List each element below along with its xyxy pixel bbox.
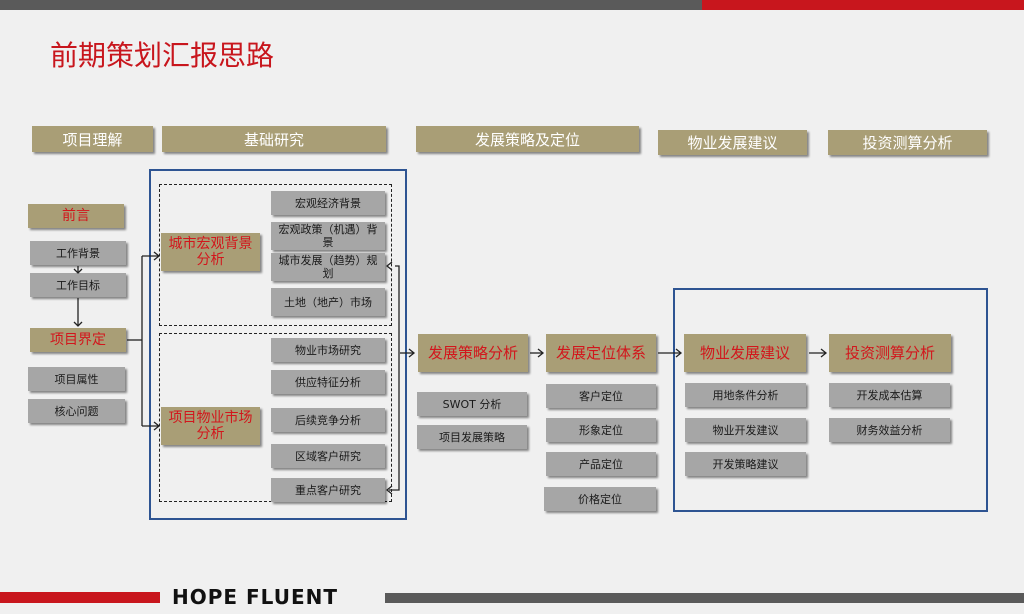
- category-property-development: 物业发展建议: [658, 130, 807, 155]
- arrow-head: [537, 348, 545, 358]
- macro-item: 城市发展（趋势）规划: [271, 253, 385, 281]
- work-background-box: 工作背景: [30, 241, 126, 265]
- macro-group: [159, 184, 392, 326]
- arrow-head: [153, 421, 161, 431]
- macro-analysis-box: 城市宏观背景分析: [161, 233, 260, 271]
- category-strategy-positioning: 发展策略及定位: [416, 126, 639, 152]
- positioning-item: 产品定位: [546, 452, 656, 476]
- positioning-item: 形象定位: [546, 418, 656, 442]
- arrow-head: [73, 321, 83, 327]
- arrow-head: [408, 348, 416, 358]
- property-item: 用地条件分析: [685, 383, 806, 407]
- arrow-head: [385, 261, 393, 271]
- strategy-item: 项目发展策略: [417, 425, 527, 449]
- category-basic-research: 基础研究: [162, 126, 386, 152]
- property-item: 物业开发建议: [685, 418, 806, 442]
- bottom-bar-red: [0, 592, 160, 603]
- top-bar-red: [702, 0, 1024, 10]
- brand-logo-text: HOPE FLUENT: [172, 585, 338, 609]
- investment-item: 财务效益分析: [829, 418, 950, 442]
- top-bar-gray: [0, 0, 702, 10]
- research-container: [149, 169, 407, 520]
- core-issues-box: 核心问题: [28, 399, 125, 423]
- market-analysis-box: 项目物业市场分析: [161, 407, 260, 445]
- positioning-item: 客户定位: [546, 384, 656, 408]
- positioning-system-box: 发展定位体系: [546, 334, 656, 372]
- market-item: 供应特征分析: [271, 370, 385, 394]
- macro-item: 宏观经济背景: [271, 191, 385, 215]
- work-goal-box: 工作目标: [30, 273, 126, 297]
- arrow-head: [153, 251, 161, 261]
- strategy-item: SWOT 分析: [417, 392, 527, 416]
- page-title: 前期策划汇报思路: [50, 39, 275, 72]
- property-advice-box: 物业发展建议: [684, 334, 806, 372]
- strategy-analysis-box: 发展策略分析: [418, 334, 528, 372]
- positioning-item: 价格定位: [544, 487, 656, 511]
- macro-item: 宏观政策（机遇）背景: [271, 222, 385, 250]
- investment-analysis-box: 投资测算分析: [829, 334, 951, 372]
- market-item: 重点客户研究: [271, 478, 385, 502]
- arrow-head: [385, 485, 393, 495]
- arrow-head: [675, 348, 683, 358]
- category-investment-analysis: 投资测算分析: [828, 130, 987, 155]
- project-definition-box: 项目界定: [30, 328, 126, 352]
- property-investment-container: [673, 288, 988, 512]
- arrow-head: [73, 268, 83, 274]
- project-attributes-box: 项目属性: [28, 367, 125, 391]
- market-item: 区域客户研究: [271, 444, 385, 468]
- market-item: 后续竞争分析: [271, 408, 385, 432]
- investment-item: 开发成本估算: [829, 383, 950, 407]
- property-item: 开发策略建议: [685, 452, 806, 476]
- market-item: 物业市场研究: [271, 338, 385, 362]
- category-project-understanding: 项目理解: [32, 126, 153, 152]
- macro-item: 土地（地产）市场: [271, 288, 385, 316]
- preface-box: 前言: [28, 204, 124, 228]
- arrow-head: [820, 348, 828, 358]
- connector-line: [389, 265, 400, 491]
- bottom-bar-gray: [385, 593, 1024, 603]
